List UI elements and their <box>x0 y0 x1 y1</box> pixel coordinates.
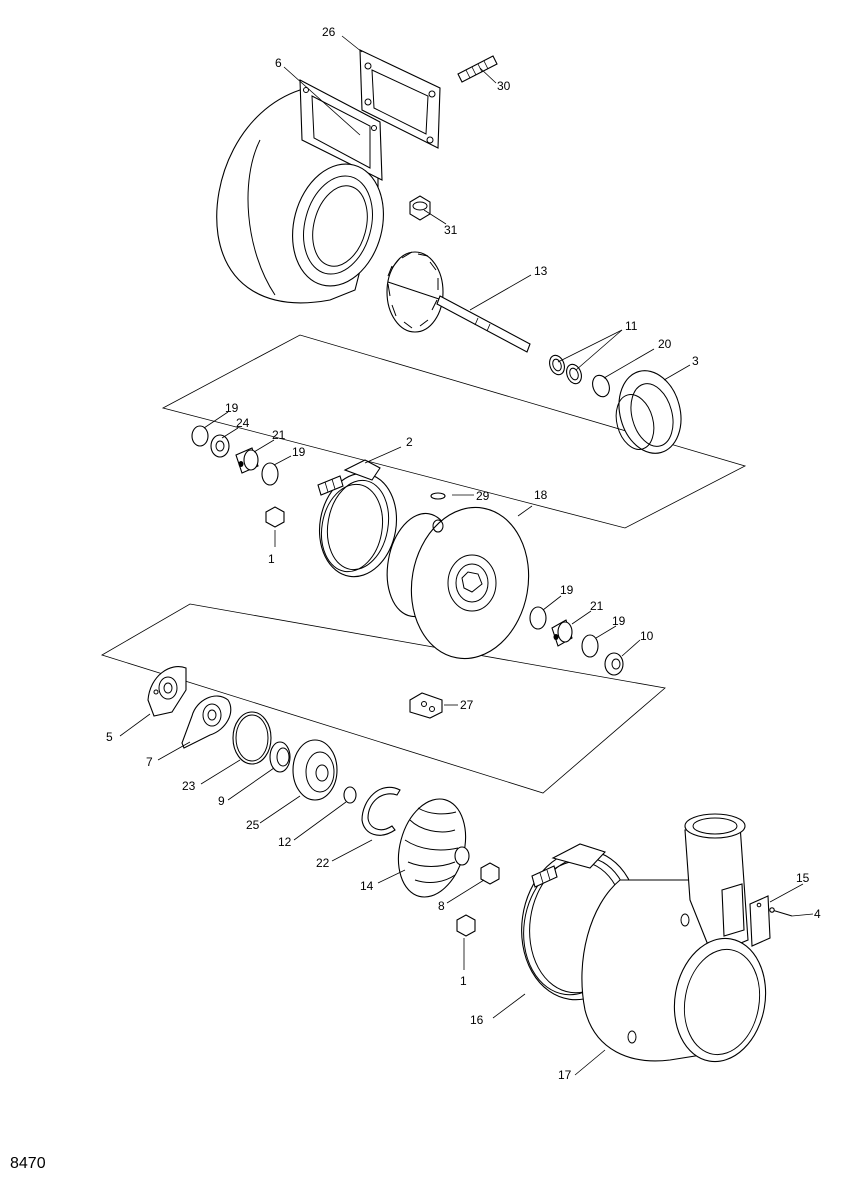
part-3-heat-shield[interactable] <box>610 364 690 461</box>
callout-18: 18 <box>534 488 548 502</box>
callout-2: 2 <box>406 435 413 449</box>
part-19-retaining-ring-lower-b[interactable] <box>581 634 599 658</box>
part-20-snap-ring[interactable] <box>590 373 613 399</box>
callout-4: 4 <box>814 907 821 921</box>
part-19-retaining-ring-upper-a[interactable] <box>191 425 209 447</box>
callout-27: 27 <box>460 698 474 712</box>
callout-21-a: 21 <box>272 428 286 442</box>
callout-12: 12 <box>278 835 292 849</box>
callout-30: 30 <box>497 79 511 93</box>
part-27-plate[interactable] <box>409 692 443 719</box>
part-21-bearing-lower[interactable] <box>551 619 573 647</box>
callout-25: 25 <box>246 818 260 832</box>
part-21-bearing-upper[interactable] <box>235 447 259 474</box>
part-15-nameplate[interactable] <box>749 895 771 947</box>
callout-26: 26 <box>322 25 336 39</box>
callout-31: 31 <box>444 223 458 237</box>
part-19-retaining-ring-upper-b[interactable] <box>261 462 279 486</box>
lower-assembly-outline <box>101 603 666 794</box>
part-12-seal-ring[interactable] <box>343 786 357 804</box>
callout-16: 16 <box>470 1013 484 1027</box>
callouts: 26 30 6 31 13 11 20 3 19 24 21 19 2 29 1… <box>106 25 821 1082</box>
callout-13: 13 <box>534 264 548 278</box>
callout-1-b: 1 <box>460 974 467 988</box>
callout-7: 7 <box>146 755 153 769</box>
callout-3: 3 <box>692 354 699 368</box>
part-7-thrust-bearing[interactable] <box>181 695 232 749</box>
callout-15: 15 <box>796 871 810 885</box>
callout-5: 5 <box>106 730 113 744</box>
part-8-nut[interactable] <box>480 862 500 885</box>
drawing-number: 8470 <box>10 1155 46 1172</box>
part-22-snap-ring[interactable] <box>361 786 401 836</box>
callout-11: 11 <box>625 319 638 333</box>
part-5-thrust-plate[interactable] <box>147 666 187 717</box>
part-23-o-ring[interactable] <box>232 711 272 765</box>
part-4-screw[interactable] <box>769 907 793 917</box>
part-2-vband-clamp[interactable] <box>312 459 405 583</box>
part-1-nut-lower[interactable] <box>456 914 476 937</box>
upper-assembly-outline <box>161 334 747 529</box>
callout-23: 23 <box>182 779 196 793</box>
callout-24: 24 <box>236 416 250 430</box>
callout-14: 14 <box>360 879 374 893</box>
callout-10: 10 <box>640 629 654 643</box>
part-17-compressor-housing[interactable] <box>581 813 775 1069</box>
part-1-nut-upper[interactable] <box>265 506 285 528</box>
callout-22: 22 <box>316 856 330 870</box>
part-14-compressor-wheel[interactable] <box>388 791 476 904</box>
part-6-turbine-housing[interactable] <box>216 79 397 304</box>
part-18-bearing-housing[interactable] <box>379 498 540 668</box>
callout-19-d: 19 <box>612 614 626 628</box>
part-31-bolt[interactable] <box>409 195 431 221</box>
callout-9: 9 <box>218 794 225 808</box>
part-19-retaining-ring-lower-a[interactable] <box>529 606 547 630</box>
part-26-gasket[interactable] <box>359 49 441 149</box>
callout-6: 6 <box>275 56 282 70</box>
callout-21-b: 21 <box>590 599 604 613</box>
part-29-o-ring[interactable] <box>430 492 446 500</box>
callout-17: 17 <box>558 1068 572 1082</box>
part-25-insert[interactable] <box>292 739 338 801</box>
part-11-piston-rings[interactable] <box>547 353 584 386</box>
callout-8: 8 <box>438 899 445 913</box>
callout-19-b: 19 <box>292 445 306 459</box>
part-9-thrust-spacer[interactable] <box>269 741 291 773</box>
callout-1-a: 1 <box>268 552 275 566</box>
callout-19-a: 19 <box>225 401 239 415</box>
part-10-bushing[interactable] <box>604 652 624 676</box>
callout-29: 29 <box>476 489 490 503</box>
callout-19-c: 19 <box>560 583 574 597</box>
leader-lines <box>119 35 814 1076</box>
part-24-bushing[interactable] <box>210 434 230 458</box>
callout-20: 20 <box>658 337 672 351</box>
part-13-turbine-wheel-shaft[interactable] <box>386 251 531 353</box>
